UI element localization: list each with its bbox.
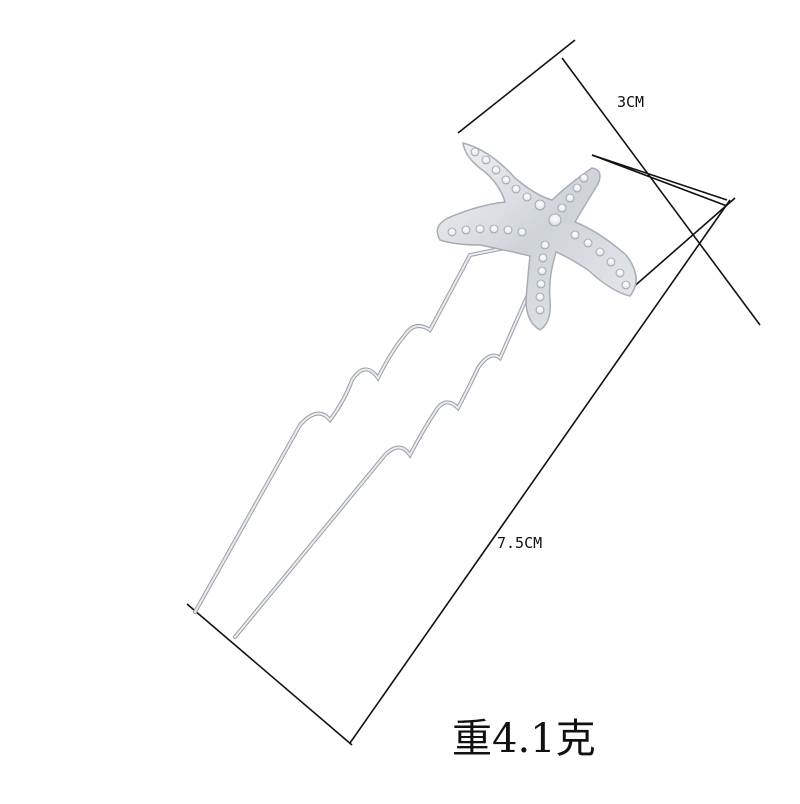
length-dimension-top — [629, 197, 736, 291]
length-dimension-label: 7.5CM — [497, 534, 543, 552]
length-dimension-bottom — [186, 603, 353, 746]
width-dimension-extension-inner — [591, 154, 728, 207]
width-dimension-label: 3CM — [617, 93, 645, 111]
width-dimension-extension — [561, 57, 761, 326]
weight-label: 重4.1克 — [452, 716, 596, 762]
width-dimension-tick — [591, 154, 728, 201]
hairpin-prongs — [193, 243, 532, 639]
width-dimension-line — [457, 39, 576, 134]
length-dimension-line — [349, 199, 731, 744]
starfish-hairpin-icon — [436, 141, 637, 331]
dimension-lines — [186, 39, 761, 746]
